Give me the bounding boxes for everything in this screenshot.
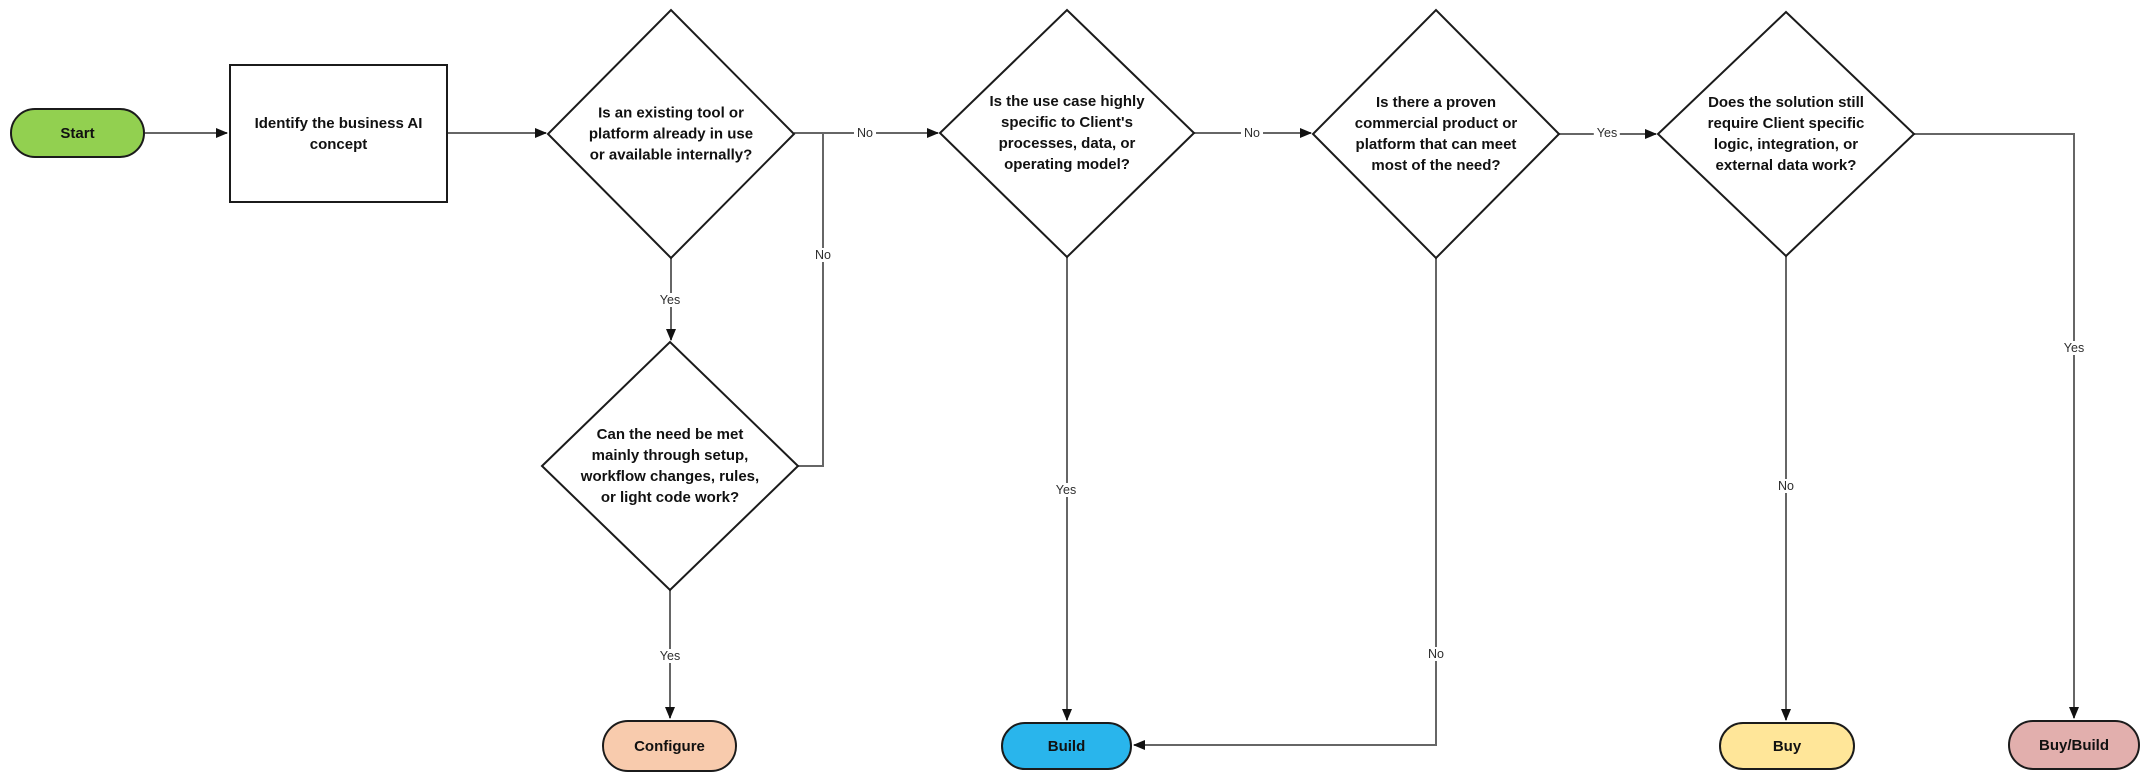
identify-process-label: Identify the business AI concept: [254, 114, 423, 153]
decision-commercial-label: Is there a proven commercial product or …: [1354, 94, 1518, 174]
edge-label-client-work-no: No: [1775, 479, 1797, 493]
configure-node: Configure: [602, 720, 737, 772]
edge-label-need-met-yes: Yes: [656, 649, 684, 663]
decision-need-met-label: Can the need be met mainly through setup…: [580, 426, 760, 506]
decision-existing-tool-shape: [546, 8, 796, 260]
build-node: Build: [1001, 722, 1132, 770]
edge-label-need-met-no: No: [812, 248, 834, 262]
decision-client-work-shape: [1656, 10, 1916, 258]
build-label: Build: [1047, 737, 1086, 755]
edge-label-commercial-no: No: [1425, 647, 1447, 661]
identify-process-node: Identify the business AI concept: [229, 64, 448, 203]
buy-build-node: Buy/Build: [2008, 720, 2140, 770]
buy-label: Buy: [1772, 737, 1802, 755]
decision-use-case-label: Is the use case highly specific to Clien…: [989, 93, 1145, 173]
decision-client-work-label: Does the solution still require Client s…: [1707, 94, 1865, 174]
edge-label-commercial-yes: Yes: [1593, 126, 1621, 140]
edge-label-existing-tool-no: No: [854, 126, 876, 140]
start-node: Start: [10, 108, 145, 158]
decision-existing-tool-label: Is an existing tool or platform already …: [588, 104, 754, 164]
decision-need-met-shape: [540, 340, 800, 592]
edge-label-existing-tool-yes: Yes: [656, 293, 684, 307]
edge-label-use-case-no: No: [1241, 126, 1263, 140]
configure-label: Configure: [634, 737, 705, 755]
decision-commercial-shape: [1311, 8, 1561, 260]
edge-need-met-no-join: [798, 134, 824, 467]
decision-use-case-shape: [938, 8, 1196, 259]
edge-commercial-no-to-build: [1133, 258, 1437, 750]
buy-build-label: Buy/Build: [2039, 736, 2109, 754]
start-label: Start: [60, 124, 95, 142]
edge-client-work-yes-to-buy-build: [1914, 133, 2079, 719]
edge-label-client-work-yes: Yes: [2060, 341, 2088, 355]
buy-node: Buy: [1719, 722, 1855, 770]
edge-label-use-case-yes: Yes: [1052, 483, 1080, 497]
